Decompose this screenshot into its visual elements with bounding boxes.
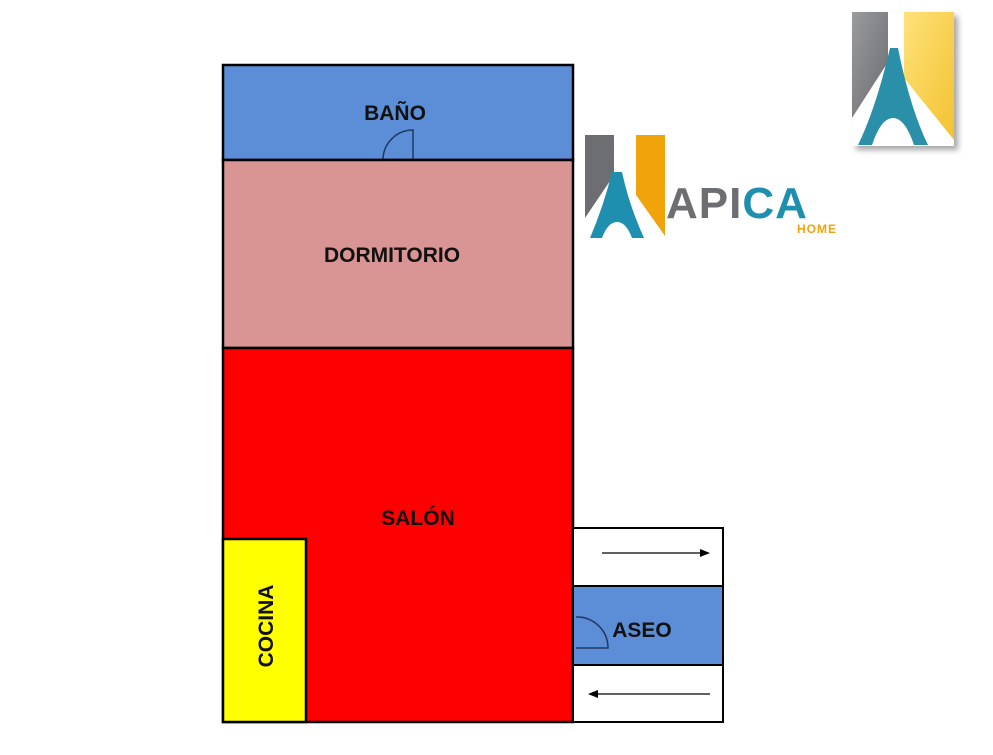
room-bano	[221, 63, 575, 162]
door-aseo	[575, 616, 609, 649]
door-bano	[382, 129, 414, 161]
svg-text:APICA: APICA	[666, 179, 808, 228]
room-label-bano: BAÑO	[364, 102, 426, 125]
logo-subtitle: HOME	[797, 222, 837, 236]
room-label-salon: SALÓN	[381, 506, 455, 530]
corner-emblem	[852, 12, 954, 146]
logo-gold-shape	[636, 135, 665, 236]
arrow-right-head	[700, 549, 710, 557]
corner-emblem-teal	[858, 48, 928, 145]
room-label-dormitorio: DORMITORIO	[324, 244, 460, 267]
corner-emblem-gold	[904, 12, 954, 140]
arrow-left-head	[588, 690, 598, 698]
logo-gray-shape	[585, 135, 614, 218]
floor-plan: BAÑO DORMITORIO SALÓN COCINA ASEO	[221, 63, 724, 724]
corner-emblem-gray	[852, 12, 888, 118]
room-label-aseo: ASEO	[612, 619, 672, 642]
apica-logo: APICA HOME	[585, 135, 837, 238]
logo-teal-arch	[590, 172, 644, 238]
room-cocina	[221, 537, 308, 724]
logo-wordmark-dark: API	[666, 179, 742, 228]
room-label-cocina: COCINA	[255, 585, 278, 668]
corridor-upper	[572, 527, 724, 587]
logo-wordmark-accent: CA	[742, 179, 808, 228]
